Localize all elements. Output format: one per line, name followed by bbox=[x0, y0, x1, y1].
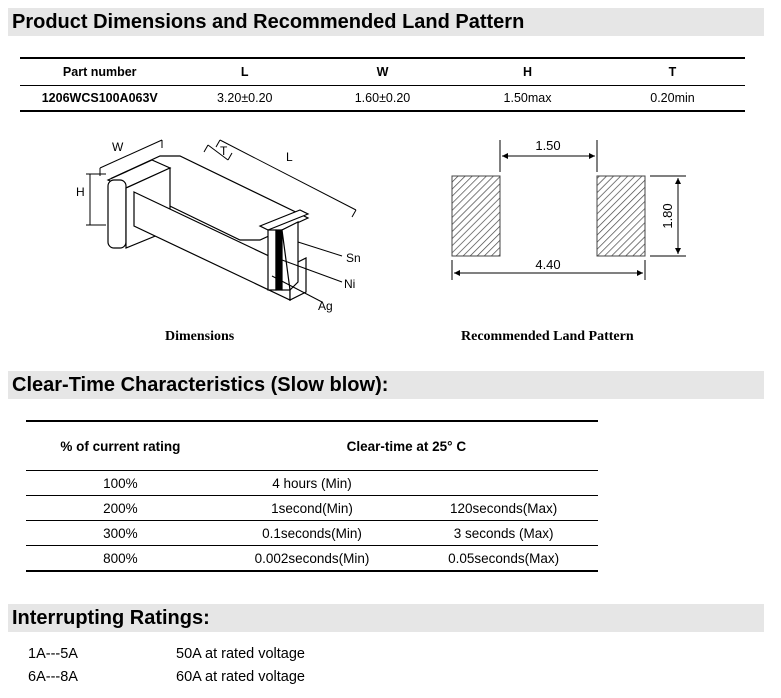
header-clear-time: Clear-time at 25° C bbox=[346, 438, 467, 454]
cell-h: 1.50max bbox=[503, 91, 552, 105]
dimensions-table: Part number L W H T 1206WCS100A063V 3.20… bbox=[20, 57, 745, 112]
rating-value: 50A at rated voltage bbox=[176, 646, 305, 662]
rating-range: 1A---5A bbox=[28, 646, 78, 662]
header-w: W bbox=[376, 65, 389, 79]
dimensions-caption: Dimensions bbox=[165, 329, 235, 344]
land-pattern-caption: Recommended Land Pattern bbox=[461, 329, 634, 344]
table-row: 300% 0.1seconds(Min) 3 seconds (Max) bbox=[26, 520, 598, 546]
label-l: L bbox=[286, 150, 293, 164]
cell-rating: 800% bbox=[26, 545, 215, 572]
land-gap-label: 1.50 bbox=[535, 138, 560, 153]
label-w: W bbox=[112, 140, 124, 154]
header-current-rating: % of current rating bbox=[60, 438, 181, 454]
cell-min: 0.002seconds(Min) bbox=[214, 545, 410, 572]
land-pad-left bbox=[451, 175, 501, 257]
cell-t: 0.20min bbox=[650, 91, 695, 105]
component-diagram: W T L H Sn Ni Ag bbox=[76, 139, 361, 313]
label-t: T bbox=[220, 144, 228, 158]
cell-l: 3.20±0.20 bbox=[216, 91, 273, 105]
cell-max: 120seconds(Max) bbox=[409, 495, 598, 521]
header-l: L bbox=[240, 65, 249, 79]
table-row: 200% 1second(Min) 120seconds(Max) bbox=[26, 495, 598, 521]
cell-rating: 300% bbox=[26, 520, 215, 546]
header-t: T bbox=[668, 65, 677, 79]
land-height-label: 1.80 bbox=[660, 203, 675, 228]
label-ni: Ni bbox=[344, 277, 355, 291]
label-h: H bbox=[76, 185, 85, 199]
land-pad-right bbox=[596, 175, 646, 257]
cell-part-number: 1206WCS100A063V bbox=[41, 91, 158, 105]
cell-max bbox=[409, 470, 598, 496]
cell-max: 3 seconds (Max) bbox=[409, 520, 598, 546]
table-header-row: Part number L W H T bbox=[20, 58, 745, 86]
clear-time-table: % of current rating Clear-time at 25° C … bbox=[26, 420, 598, 572]
header-part-number: Part number bbox=[62, 65, 137, 79]
section-title-dimensions: Product Dimensions and Recommended Land … bbox=[8, 8, 764, 36]
cell-w: 1.60±0.20 bbox=[354, 91, 411, 105]
table-row: 1206WCS100A063V 3.20±0.20 1.60±0.20 1.50… bbox=[20, 86, 745, 111]
cell-min: 1second(Min) bbox=[214, 495, 410, 521]
land-pattern-diagram: 1.50 1.80 4.40 bbox=[451, 138, 686, 280]
cell-min: 0.1seconds(Min) bbox=[214, 520, 410, 546]
section-title-interrupting: Interrupting Ratings: bbox=[8, 604, 764, 632]
label-sn: Sn bbox=[346, 251, 361, 265]
rating-range: 6A---8A bbox=[28, 669, 78, 685]
land-total-label: 4.40 bbox=[535, 257, 560, 272]
table-row: 100% 4 hours (Min) bbox=[26, 470, 598, 496]
header-h: H bbox=[522, 65, 533, 79]
cell-rating: 100% bbox=[26, 470, 215, 496]
table-row: 800% 0.002seconds(Min) 0.05seconds(Max) bbox=[26, 545, 598, 572]
cell-max: 0.05seconds(Max) bbox=[409, 545, 598, 572]
table-header-row: % of current rating Clear-time at 25° C bbox=[26, 421, 598, 471]
cell-min: 4 hours (Min) bbox=[214, 470, 410, 496]
cell-rating: 200% bbox=[26, 495, 215, 521]
section-title-clear-time: Clear-Time Characteristics (Slow blow): bbox=[8, 371, 764, 399]
rating-value: 60A at rated voltage bbox=[176, 669, 305, 685]
label-ag: Ag bbox=[318, 299, 333, 313]
